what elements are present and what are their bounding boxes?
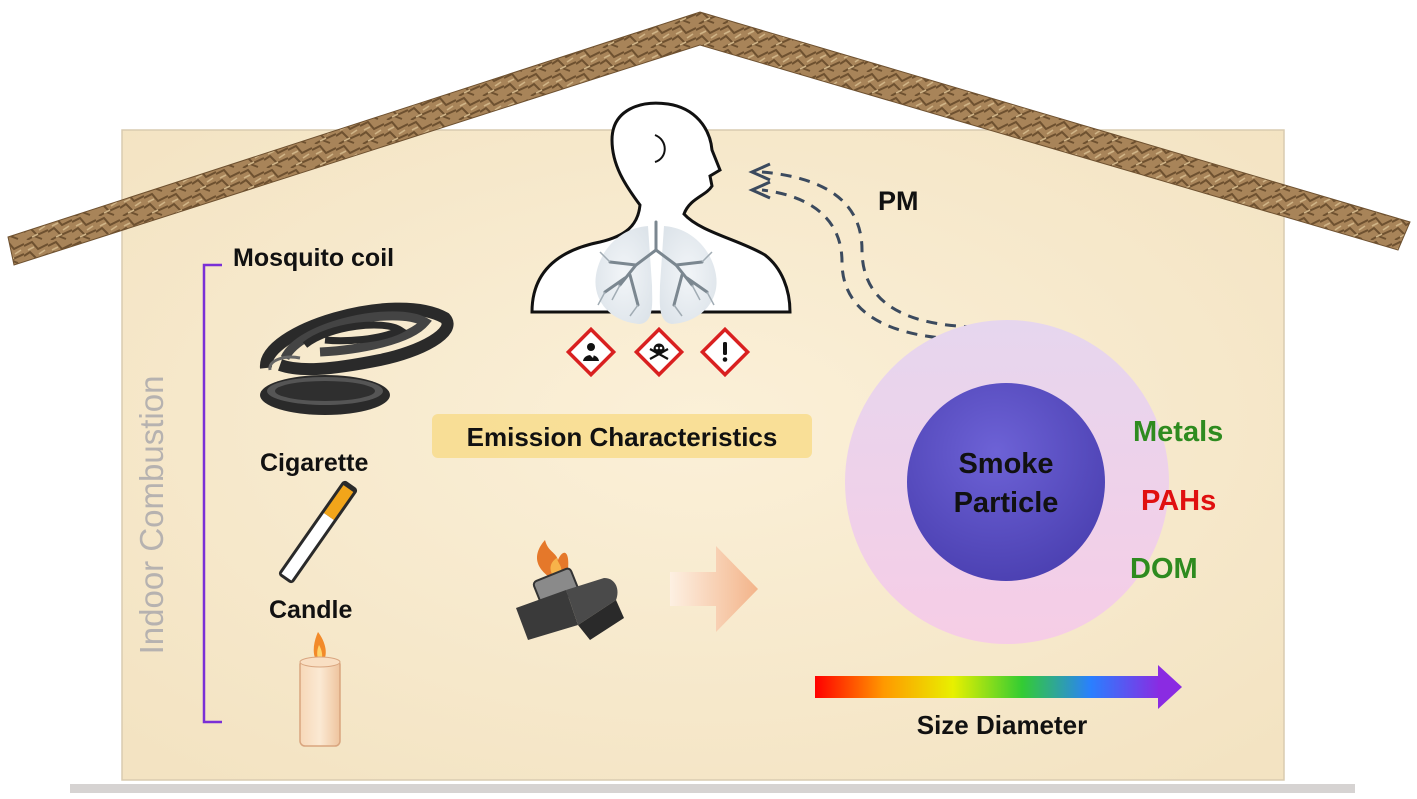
health-hazard-icon — [565, 326, 617, 378]
candle-icon — [299, 632, 341, 747]
indoor-combustion-label: Indoor Combustion — [133, 376, 170, 655]
pm-label: PM — [878, 186, 919, 216]
indoor-combustion-bracket — [202, 263, 222, 724]
skull-crossbones-icon — [633, 326, 685, 378]
floor-line — [70, 784, 1355, 793]
lighter-flame-icon — [516, 540, 624, 640]
pm-inhalation-arrows — [761, 170, 976, 341]
gradient-arrow-icon — [815, 665, 1182, 709]
dom-label: DOM — [1130, 553, 1198, 585]
pahs-label: PAHs — [1141, 485, 1216, 517]
cigarette-label: Cigarette — [260, 449, 368, 477]
house — [7, 11, 1411, 793]
mosquito-coil-icon — [260, 302, 454, 415]
emission-characteristics-box — [432, 414, 812, 458]
pm-arrow-head-1 — [748, 162, 771, 182]
metals-label: Metals — [1133, 416, 1223, 448]
mosquito-coil-label: Mosquito coil — [233, 244, 394, 272]
emission-characteristics-label: Emission Characteristics — [467, 422, 778, 452]
human-lungs-icon — [530, 101, 792, 324]
smoke-particle-core — [907, 383, 1105, 581]
cigarette-icon — [278, 480, 358, 584]
house-roof — [7, 11, 1411, 266]
pm-arrow-head-2 — [748, 180, 771, 200]
smoke-particle-label-line2: Particle — [954, 487, 1059, 519]
size-diameter-label: Size Diameter — [917, 710, 1088, 740]
exclamation-hazard-icon — [699, 326, 751, 378]
candle-label: Candle — [269, 596, 352, 624]
smoke-particle-label-line1: Smoke — [958, 448, 1053, 480]
right-arrow-icon — [670, 546, 758, 632]
